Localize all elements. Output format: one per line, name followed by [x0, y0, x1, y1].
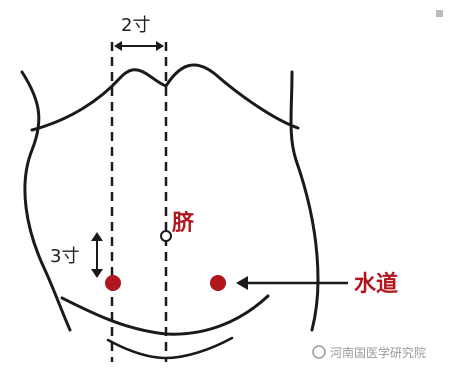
top-measure-arrowhead-left-icon [114, 41, 122, 51]
left-measure-label: 3寸 [50, 246, 79, 267]
acupoint-right-dot [210, 275, 226, 291]
top-measure-label: 2寸 [121, 15, 150, 36]
left-measure-arrowhead-down-icon [91, 269, 103, 278]
acupoint-left-dot [105, 275, 121, 291]
acupoint-pointer-arrowhead-icon [236, 276, 248, 290]
corner-mark-icon [436, 10, 443, 17]
watermark-logo-icon [312, 345, 326, 359]
pelvic-fold-outline [106, 336, 234, 360]
navel-label: 脐 [172, 210, 195, 236]
left-measure-arrowhead-up-icon [91, 232, 103, 241]
watermark-text: 河南国医学研究院 [330, 345, 426, 360]
acupoint-label: 水道 [354, 271, 398, 297]
navel-marker [160, 230, 172, 242]
rib-arch-outline [30, 63, 300, 132]
torso-left-outline [20, 70, 72, 332]
watermark: 河南国医学研究院 [312, 345, 426, 360]
torso-right-outline [289, 70, 320, 332]
top-measure-arrowhead-right-icon [156, 41, 164, 51]
